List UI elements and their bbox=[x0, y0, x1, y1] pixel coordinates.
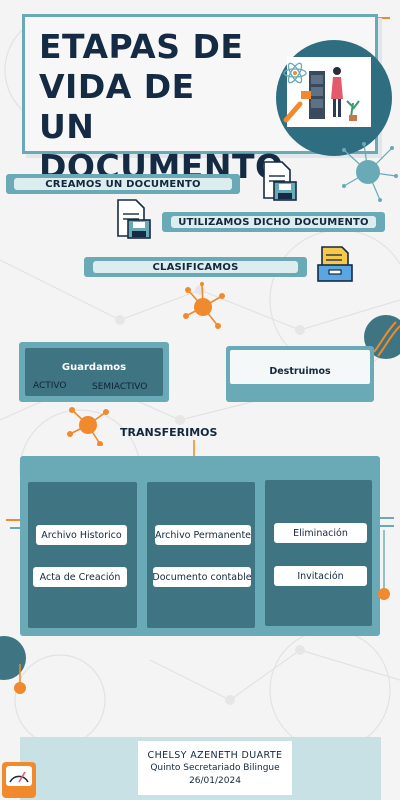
connector-node-right bbox=[378, 530, 390, 600]
keep-card: Guardamos ACTIVO SEMIACTIVO bbox=[19, 342, 169, 402]
gauge-icon bbox=[2, 762, 36, 798]
transfer-item-documento-contable: Documento contable bbox=[152, 567, 252, 587]
keep-semiactive-label: SEMIACTIVO bbox=[92, 382, 148, 392]
pencil-icon bbox=[283, 101, 303, 123]
footer-credit-box: CHELSY AZENETH DUARTE Quinto Secretariad… bbox=[138, 741, 292, 795]
step-create-label: CREAMOS UN DOCUMENTO bbox=[14, 178, 232, 190]
keep-card-inner bbox=[25, 348, 163, 396]
step-use-pill: UTILIZAMOS DICHO DOCUMENTO bbox=[162, 212, 385, 232]
left-deco-circle bbox=[0, 636, 26, 694]
transfer-item-archivo-historico: Archivo Historico bbox=[36, 525, 127, 545]
destroy-heading: Destruimos bbox=[269, 366, 331, 377]
transfer-item-archivo-permanente: Archivo Permanente bbox=[155, 525, 251, 545]
orange-molecule-icon-2 bbox=[67, 407, 109, 446]
transfer-column-2-inner bbox=[147, 482, 255, 628]
transfer-column-2 bbox=[144, 474, 258, 632]
transfer-item-acta-creacion: Acta de Creación bbox=[33, 567, 127, 587]
atom-icon bbox=[283, 62, 307, 84]
keep-heading: Guardamos bbox=[61, 362, 127, 373]
document-floppy-icon bbox=[263, 161, 297, 201]
step-classify-label: CLASIFICAMOS bbox=[93, 261, 298, 273]
transfer-item-eliminacion: Eliminación bbox=[274, 523, 367, 543]
woman-filing-cabinet-icon bbox=[301, 67, 360, 121]
destroy-card-inner bbox=[230, 350, 370, 384]
transfer-column-3-inner bbox=[265, 480, 372, 626]
date-label: 26/01/2024 bbox=[189, 775, 241, 786]
page-title: ETAPAS DE VIDA DE UN DOCUMENTO bbox=[39, 27, 284, 186]
step-create-pill: CREAMOS UN DOCUMENTO bbox=[6, 174, 240, 194]
orange-molecule-icon bbox=[183, 282, 225, 329]
transfer-column-3 bbox=[262, 472, 375, 630]
document-floppy-icon-2 bbox=[117, 199, 151, 239]
transfer-heading: TRANSFERIMOS bbox=[120, 426, 218, 439]
author-name: CHELSY AZENETH DUARTE bbox=[147, 749, 283, 761]
transfer-column-1-inner bbox=[28, 482, 137, 628]
course-name: Quinto Secretariado Bilingue bbox=[150, 762, 280, 773]
transfer-item-invitacion: Invitación bbox=[274, 566, 367, 586]
folder-drawer-icon bbox=[317, 246, 353, 282]
destroy-card: Destruimos bbox=[226, 346, 374, 402]
transfer-column-1 bbox=[25, 474, 140, 632]
step-classify-pill: CLASIFICAMOS bbox=[84, 257, 307, 277]
network-molecule-icon bbox=[342, 142, 398, 202]
keep-active-label: ACTIVO bbox=[33, 381, 67, 391]
step-use-label: UTILIZAMOS DICHO DOCUMENTO bbox=[171, 216, 376, 228]
